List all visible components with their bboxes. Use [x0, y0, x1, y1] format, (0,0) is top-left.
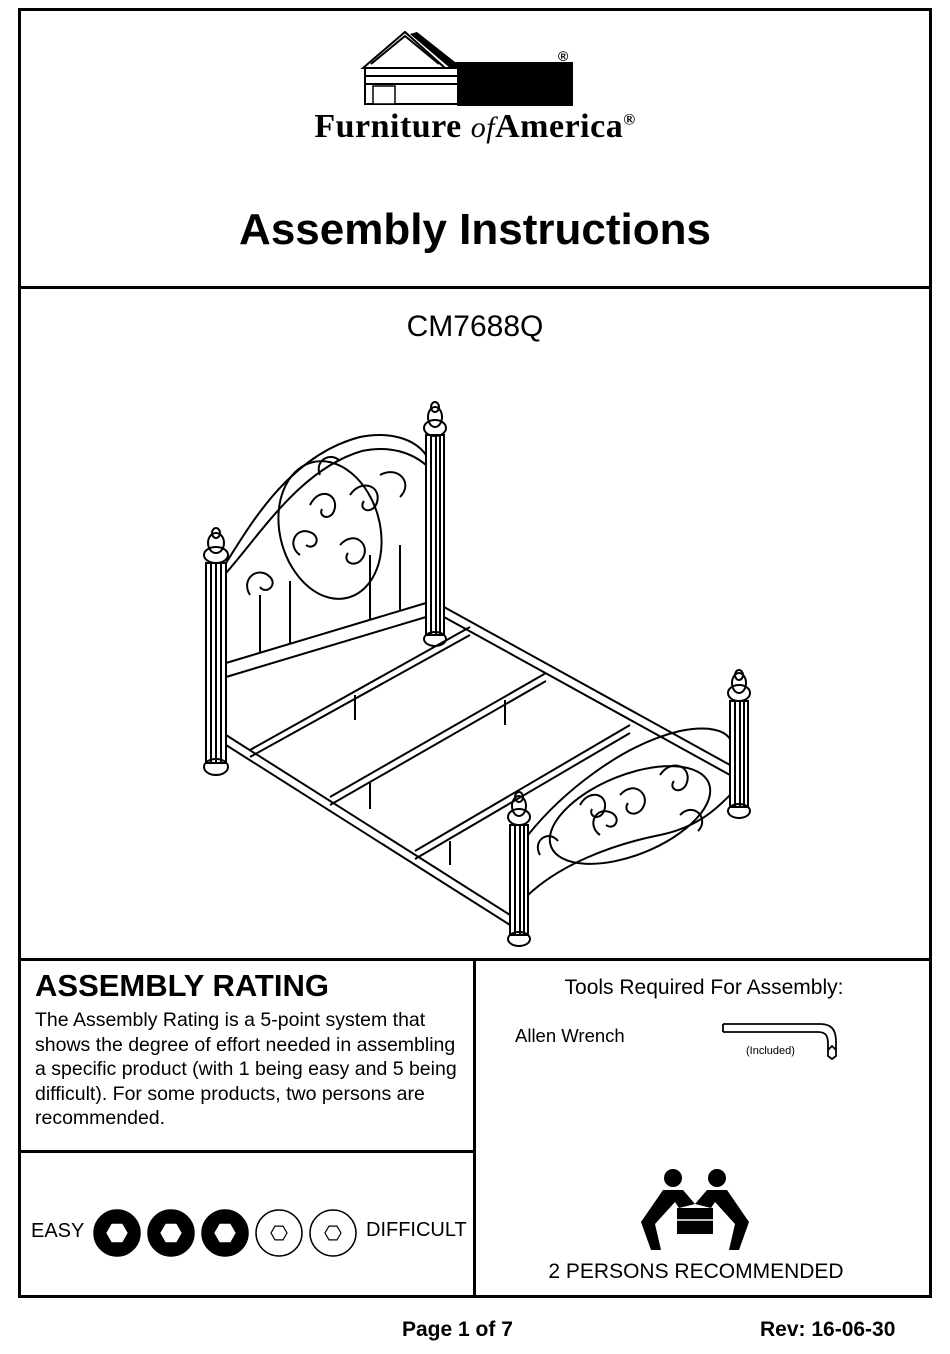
- house-logo-icon: ®: [360, 30, 573, 106]
- brand-first: Furniture: [314, 108, 462, 145]
- hex-icon: [106, 1223, 128, 1243]
- persons-recommended: 2 PERSONS RECOMMENDED: [548, 1260, 844, 1283]
- assembly-rating-heading: ASSEMBLY RATING: [35, 968, 329, 1003]
- page-title: Assembly Instructions: [239, 205, 711, 254]
- divider-rating: [18, 1150, 476, 1153]
- hex-icon: [214, 1223, 236, 1243]
- divider-header: [18, 286, 932, 289]
- assembly-rating-description: The Assembly Rating is a 5-point system …: [35, 1009, 457, 1129]
- revision: Rev: 16-06-30: [760, 1318, 896, 1341]
- divider-vertical: [473, 958, 476, 1298]
- tool-included-note: (Included): [746, 1045, 795, 1057]
- page-number: Page 1 of 7: [402, 1318, 513, 1341]
- hex-icon: [324, 1225, 342, 1241]
- tool-allen-wrench: Allen Wrench: [515, 1025, 625, 1046]
- difficult-label: DIFFICULT: [366, 1219, 467, 1241]
- hex-icon: [270, 1225, 288, 1241]
- rating-dot-empty: [255, 1209, 303, 1257]
- brand-last: America: [495, 108, 624, 145]
- model-number: CM7688Q: [406, 310, 544, 343]
- brand-registered: ®: [623, 111, 636, 129]
- allen-wrench-icon: [722, 1023, 837, 1061]
- brand-name: Furniture ofAmerica®: [0, 108, 950, 146]
- tools-heading: Tools Required For Assembly:: [564, 976, 844, 999]
- rating-dot-empty: [309, 1209, 357, 1257]
- rating-scale: [93, 1209, 357, 1257]
- easy-label: EASY: [31, 1220, 85, 1242]
- two-persons-lifting-icon: [641, 1169, 749, 1250]
- registered-mark: ®: [558, 48, 569, 64]
- bed-illustration: [203, 401, 751, 947]
- brand-of: of: [470, 111, 496, 144]
- hex-icon: [160, 1223, 182, 1243]
